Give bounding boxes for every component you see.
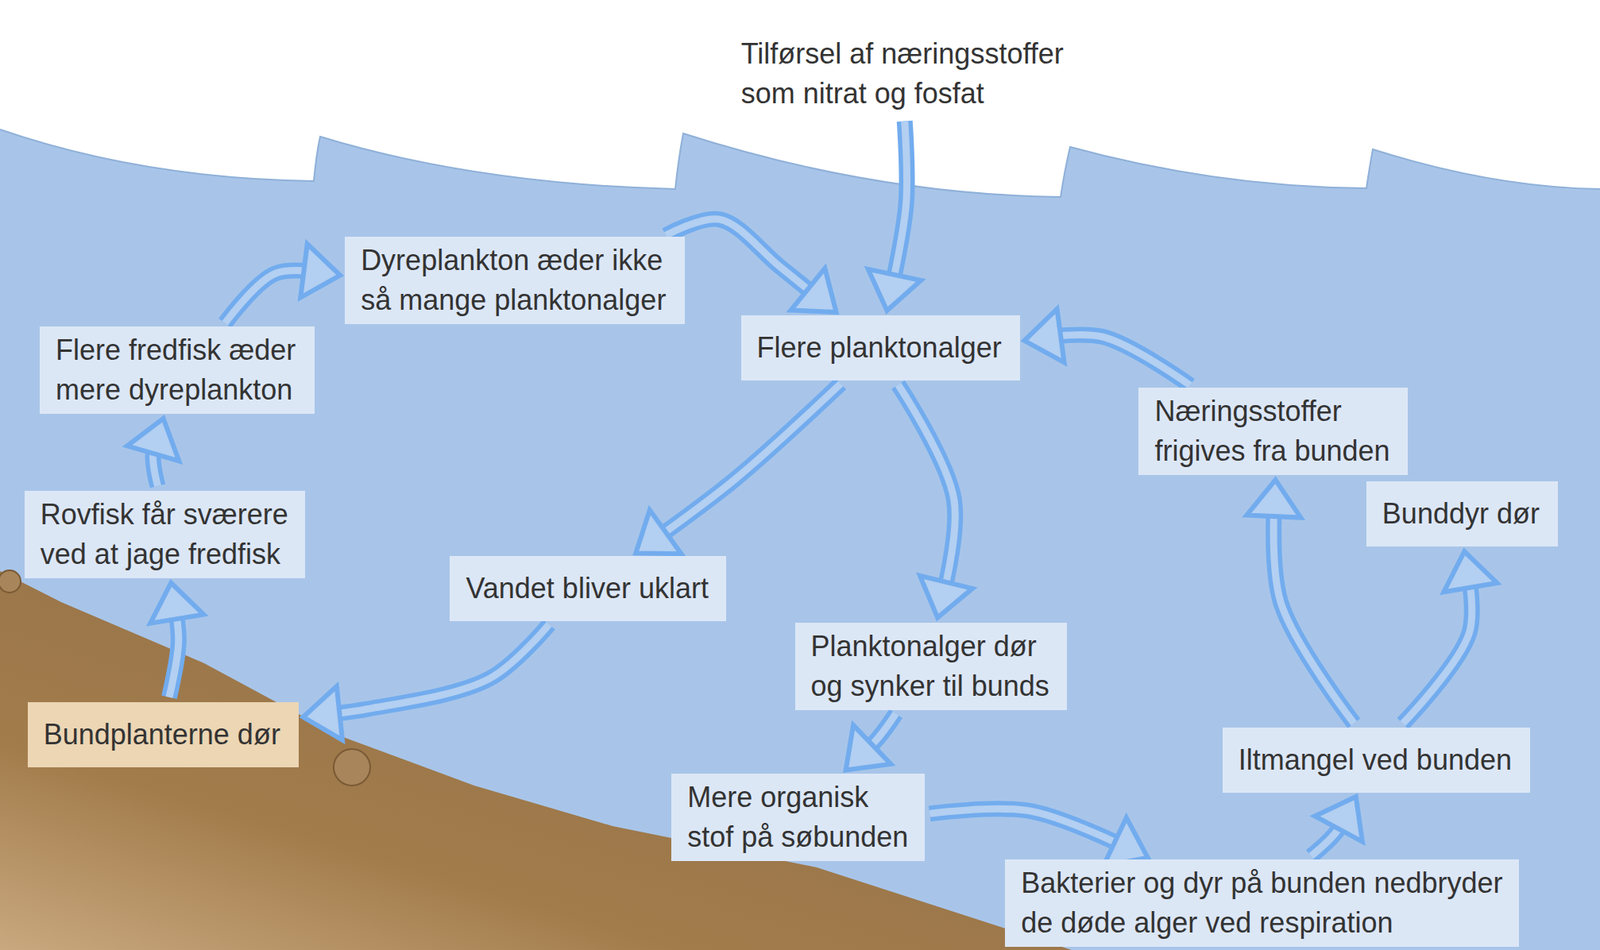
flow-arrow: [150, 583, 204, 698]
flow-arrow: [665, 219, 836, 313]
process-box: Mere organisk stof på søbunden: [671, 773, 925, 862]
process-box: Næringsstoffer frigives fra bunden: [1138, 387, 1408, 476]
stone: [0, 570, 21, 593]
flow-arrow: [929, 808, 1148, 866]
process-box: Dyreplankton æder ikke så mange plankton…: [344, 236, 685, 325]
box-text: Iltmangel ved bunden: [1238, 740, 1515, 781]
arrow-head: [919, 575, 973, 619]
arrow-head: [635, 510, 681, 554]
box-text: Næringsstoffer frigives fra bunden: [1154, 391, 1392, 472]
process-box: Rovfisk får sværere ved at jage fredfisk: [24, 490, 306, 579]
box-text: Bunddyr dør: [1382, 494, 1543, 534]
box-text: Rovfisk får sværere ved at jage fredfisk: [40, 494, 290, 575]
arrow-band: [665, 219, 836, 313]
box-text: Tilførsel af næringsstoffer som nitrat o…: [741, 34, 1067, 114]
process-box: Bakterier og dyr på bunden nedbryder de …: [1004, 859, 1519, 947]
flow-arrow: [898, 384, 974, 618]
box-text: Flere planktonalger: [757, 328, 1005, 368]
arrow-head: [300, 243, 341, 298]
flow-arrow: [1402, 551, 1498, 724]
flow-arrow: [1246, 479, 1354, 724]
water: [0, 129, 1600, 950]
arrow-head: [150, 583, 204, 624]
box-text: Bakterier og dyr på bunden nedbryder de …: [1020, 863, 1504, 943]
input-label: Tilførsel af næringsstoffer som nitrat o…: [738, 30, 1071, 117]
wave-edge: [0, 129, 1600, 198]
process-box: Flere planktonalger: [741, 315, 1021, 381]
arrow-head: [846, 725, 892, 770]
process-box: Bundplanterne dør: [27, 702, 299, 768]
arrow-head: [1314, 796, 1363, 843]
box-text: Bundplanterne dør: [43, 714, 283, 755]
flow-arrow: [1024, 309, 1191, 386]
arrow-head: [1443, 551, 1497, 592]
process-box: Vandet bliver uklart: [449, 556, 727, 622]
lake-bed: [0, 571, 1072, 950]
arrow-head: [868, 269, 922, 311]
box-text: Dyreplankton æder ikke så mange plankton…: [360, 240, 669, 321]
process-box: Flere fredfisk æder mere dyreplankton: [39, 326, 315, 414]
flow-arrow: [127, 418, 179, 487]
flow-arrow: [635, 383, 841, 554]
process-box: Bunddyr dør: [1366, 481, 1558, 547]
box-text: Flere fredfisk æder mere dyreplankton: [55, 330, 299, 410]
box-text: Vandet bliver uklart: [465, 568, 711, 609]
flow-arrow: [868, 121, 922, 311]
flow-arrow: [303, 624, 549, 741]
arrow-head: [303, 686, 343, 741]
arrow-band: [846, 713, 897, 770]
arrow-head: [1246, 479, 1301, 518]
stone: [333, 749, 371, 786]
process-box: Planktonalger dør og synker til bunds: [795, 622, 1067, 711]
process-box: Iltmangel ved bunden: [1222, 727, 1531, 793]
arrow-head: [1024, 309, 1064, 363]
arrow-band-core: [665, 219, 836, 313]
arrow-head: [790, 268, 836, 313]
flow-arrow: [1310, 796, 1363, 857]
arrow-band-core: [846, 713, 897, 770]
arrow-band-core: [635, 383, 841, 554]
box-text: Mere organisk stof på søbunden: [687, 777, 909, 858]
arrow-band: [635, 383, 841, 554]
flow-arrow: [224, 243, 341, 324]
arrow-head: [127, 418, 179, 462]
flow-arrow: [846, 713, 897, 770]
box-text: Planktonalger dør og synker til bunds: [811, 626, 1052, 707]
